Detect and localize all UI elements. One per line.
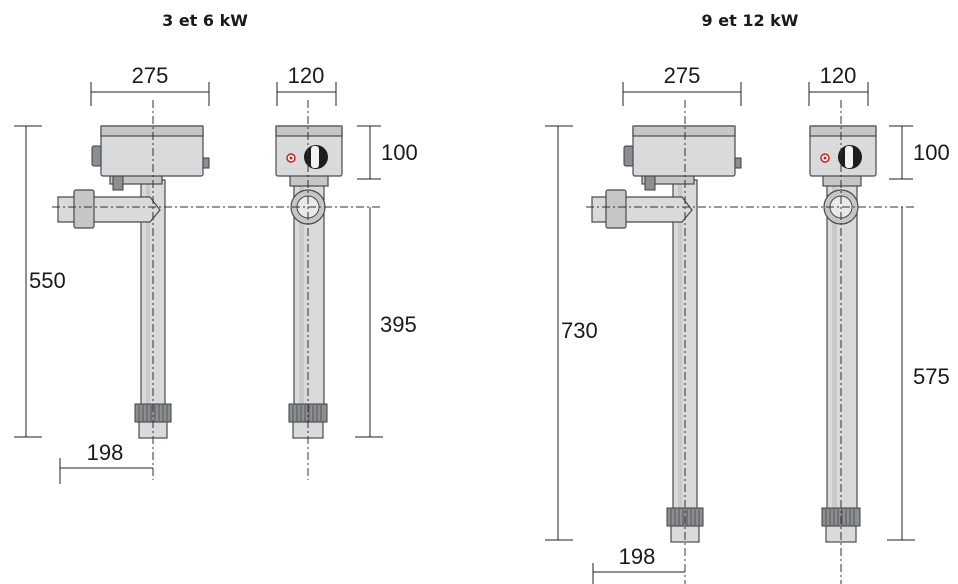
dimension-lines bbox=[14, 82, 383, 484]
dim-width-side: 120 bbox=[820, 63, 857, 88]
figure-title: 3 et 6 kW bbox=[162, 11, 248, 30]
side-box-lid bbox=[275, 125, 343, 137]
pipe-nut bbox=[73, 189, 95, 229]
neck-nut bbox=[112, 175, 124, 191]
dim-offset: 198 bbox=[619, 544, 656, 569]
box-lid bbox=[100, 125, 204, 137]
side-knurl-lines bbox=[825, 509, 855, 525]
neck-nut bbox=[644, 175, 656, 191]
dim-box-height: 100 bbox=[381, 140, 418, 165]
dim-tube-length: 575 bbox=[913, 364, 950, 389]
side-knurl-lines bbox=[292, 405, 322, 421]
side-tube-shade bbox=[299, 180, 304, 406]
dim-width-top: 275 bbox=[132, 63, 169, 88]
knob-grip bbox=[311, 146, 319, 168]
dim-total-height: 550 bbox=[29, 268, 66, 293]
stud-right bbox=[202, 157, 210, 169]
knurl-lines bbox=[138, 405, 168, 421]
stud-right bbox=[734, 157, 742, 169]
dim-width-side: 120 bbox=[288, 63, 325, 88]
dim-box-height: 100 bbox=[913, 140, 950, 165]
side-view bbox=[809, 125, 877, 543]
front-view bbox=[591, 125, 742, 543]
figure-3-6kw: 3 et 6 kW bbox=[14, 11, 418, 484]
figure-title: 9 et 12 kW bbox=[702, 11, 799, 30]
side-tube bbox=[826, 179, 858, 511]
side-view bbox=[275, 125, 343, 439]
dimension-lines bbox=[545, 82, 915, 584]
dim-tube-length: 395 bbox=[380, 312, 417, 337]
side-tube-shade bbox=[832, 180, 837, 510]
indicator-dot bbox=[289, 156, 293, 160]
dim-offset: 198 bbox=[87, 440, 124, 465]
pipe-nut bbox=[605, 189, 627, 229]
knob-grip bbox=[845, 146, 853, 168]
box-lid bbox=[632, 125, 736, 137]
dim-width-top: 275 bbox=[664, 63, 701, 88]
tube-shading bbox=[678, 180, 682, 510]
side-box-lid bbox=[809, 125, 877, 137]
figure-9-12kw: 9 et 12 kW bbox=[545, 11, 950, 584]
dim-total-height: 730 bbox=[561, 318, 598, 343]
tube-shading bbox=[146, 180, 150, 406]
inlet-pipe bbox=[57, 196, 161, 223]
indicator-dot bbox=[823, 156, 827, 160]
knurl-lines bbox=[670, 509, 700, 525]
front-view bbox=[57, 125, 210, 439]
